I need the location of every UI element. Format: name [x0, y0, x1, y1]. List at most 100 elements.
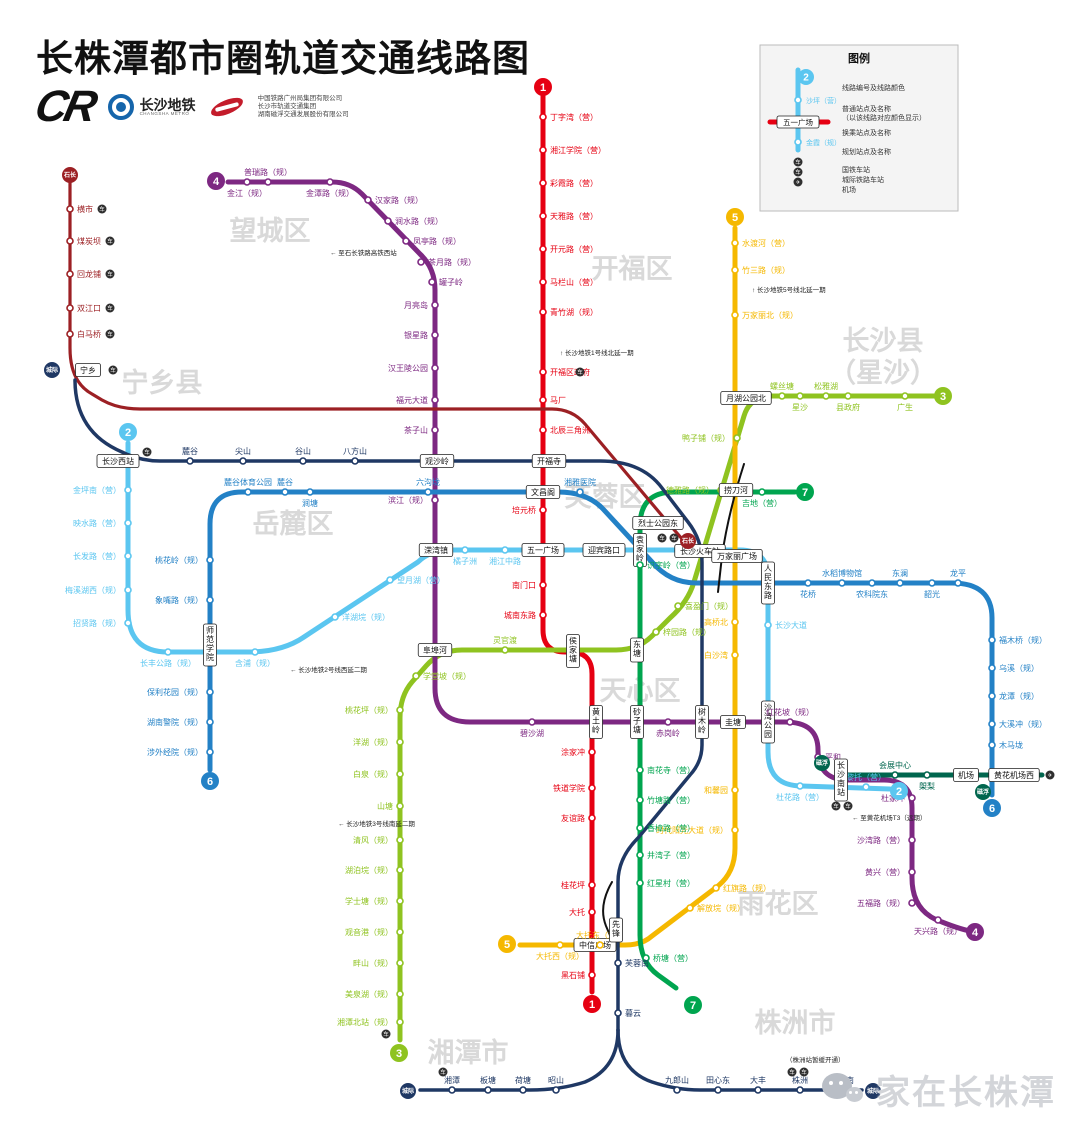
map-note: （株洲站暂缓开通）: [786, 1055, 845, 1064]
svg-text:师范学院: 师范学院: [206, 625, 214, 662]
station-dot: [733, 434, 741, 442]
svg-text:观沙岭: 观沙岭: [425, 456, 449, 466]
station-box: [761, 561, 775, 605]
district-label: （星沙）: [829, 358, 937, 388]
station-label: 红花坡（规）: [766, 707, 814, 717]
railway-icon: [799, 1067, 809, 1077]
station-box: [988, 768, 1040, 782]
station-label: 长沙大道: [775, 620, 807, 630]
line-badge: [796, 483, 814, 501]
station-label: 天雅路（营）: [550, 211, 598, 221]
line-badge: [119, 423, 137, 441]
station-dot: [664, 718, 672, 726]
svg-text:2: 2: [125, 427, 131, 439]
railway-icon: [787, 1067, 797, 1077]
station-label: 高桥北: [704, 617, 728, 627]
station-dot: [66, 205, 74, 213]
station-label: 暮云: [625, 1008, 641, 1018]
legend-row: （以该线路对应颜色显示）: [842, 113, 926, 122]
svg-text:石长: 石长: [681, 537, 695, 545]
railway-icon: [105, 329, 115, 339]
station-label: 黑石铺: [561, 970, 585, 980]
station-dot: [636, 851, 644, 859]
station-dot: [396, 706, 404, 714]
station-label: 美泉湖（规）: [345, 989, 393, 999]
station-dot: [431, 301, 439, 309]
station-box: [531, 454, 567, 468]
station-label: 星沙: [792, 403, 808, 412]
station-label: 时代阳光大道（规）: [656, 825, 728, 835]
station-label: 识字岭（营）: [647, 560, 695, 570]
station-label: 铁道学院: [553, 783, 585, 793]
station-dot: [519, 1086, 527, 1094]
station-dot: [588, 784, 596, 792]
station-dot: [988, 741, 996, 749]
svg-text:阜埠河: 阜埠河: [423, 645, 447, 655]
station-label: 橘子洲: [453, 556, 477, 566]
line-badge: [534, 78, 552, 96]
district-label: 望城区: [230, 216, 311, 246]
station-dot: [731, 311, 739, 319]
svg-text:人民东路: 人民东路: [764, 564, 772, 600]
map-note: ↑ 长沙地铁5号线北延一期: [752, 285, 826, 294]
station-dot: [396, 1018, 404, 1026]
station-dot: [364, 196, 372, 204]
station-label: 银星路: [404, 330, 428, 340]
station-box: [525, 485, 561, 499]
svg-text:车: 车: [833, 802, 839, 810]
station-label: 煤炭坝: [77, 236, 101, 246]
station-dot: [891, 771, 899, 779]
station-box: [566, 634, 580, 668]
station-dot: [396, 897, 404, 905]
station-box: [711, 549, 763, 563]
station-label: 桂花坪: [561, 880, 585, 890]
station-dot: [896, 579, 904, 587]
svg-text:黄花机场西: 黄花机场西: [994, 770, 1034, 780]
station-dot: [124, 486, 132, 494]
station-label: 鸭子铺（规）: [682, 433, 730, 443]
station-dot: [614, 959, 622, 967]
legend-row: 机场: [842, 185, 856, 194]
station-dot: [714, 1086, 722, 1094]
station-dot: [988, 720, 996, 728]
svg-text:车: 车: [383, 1030, 389, 1038]
svg-text:1: 1: [589, 999, 595, 1011]
station-dot: [186, 457, 194, 465]
svg-text:中信广场: 中信广场: [579, 940, 611, 950]
railway-icon: [381, 1029, 391, 1039]
railway-icon: [108, 365, 118, 375]
station-label: 香樟路（营）: [647, 823, 695, 833]
station-dot: [901, 392, 909, 400]
station-dot: [588, 748, 596, 756]
map-note: ↑ 长沙地铁1号线北延一期: [560, 348, 634, 357]
line-badge: [390, 1044, 408, 1062]
railway-icon: [669, 533, 679, 543]
station-dot: [822, 392, 830, 400]
station-label: 茶月路（规）: [428, 257, 476, 267]
line5-path: [517, 225, 738, 948]
map-header: 长株潭都市圈轨道交通线路图 CR 长沙地铁 CHANGSHA METRO 中国铁…: [31, 28, 530, 131]
station-label: 茶子山: [404, 425, 428, 435]
station-dot: [796, 392, 804, 400]
station-label: 涧塘: [302, 498, 318, 508]
svg-text:3: 3: [940, 391, 946, 403]
station-dot: [428, 278, 436, 286]
station-box: [75, 363, 101, 377]
legend-row: 普通站点及名称: [842, 104, 891, 113]
station-dot: [539, 308, 547, 316]
station-dot: [431, 396, 439, 404]
station-label: 沙湾路（营）: [857, 835, 905, 845]
station-box: [695, 705, 709, 739]
svg-text:3: 3: [396, 1048, 402, 1060]
station-box: [417, 643, 453, 657]
line-badge: [684, 996, 702, 1014]
station-label: 金江（规）: [227, 188, 267, 198]
station-label: 金潭路（规）: [306, 188, 354, 198]
station-dot: [461, 546, 469, 554]
svg-text:树木岭: 树木岭: [698, 707, 706, 735]
station-dot: [431, 496, 439, 504]
line-badge: [62, 167, 78, 183]
line-badge: [814, 755, 830, 771]
map-note: ← 长沙地铁3号线南延二期: [338, 819, 415, 828]
station-label: 乌溪（规）: [999, 663, 1039, 673]
